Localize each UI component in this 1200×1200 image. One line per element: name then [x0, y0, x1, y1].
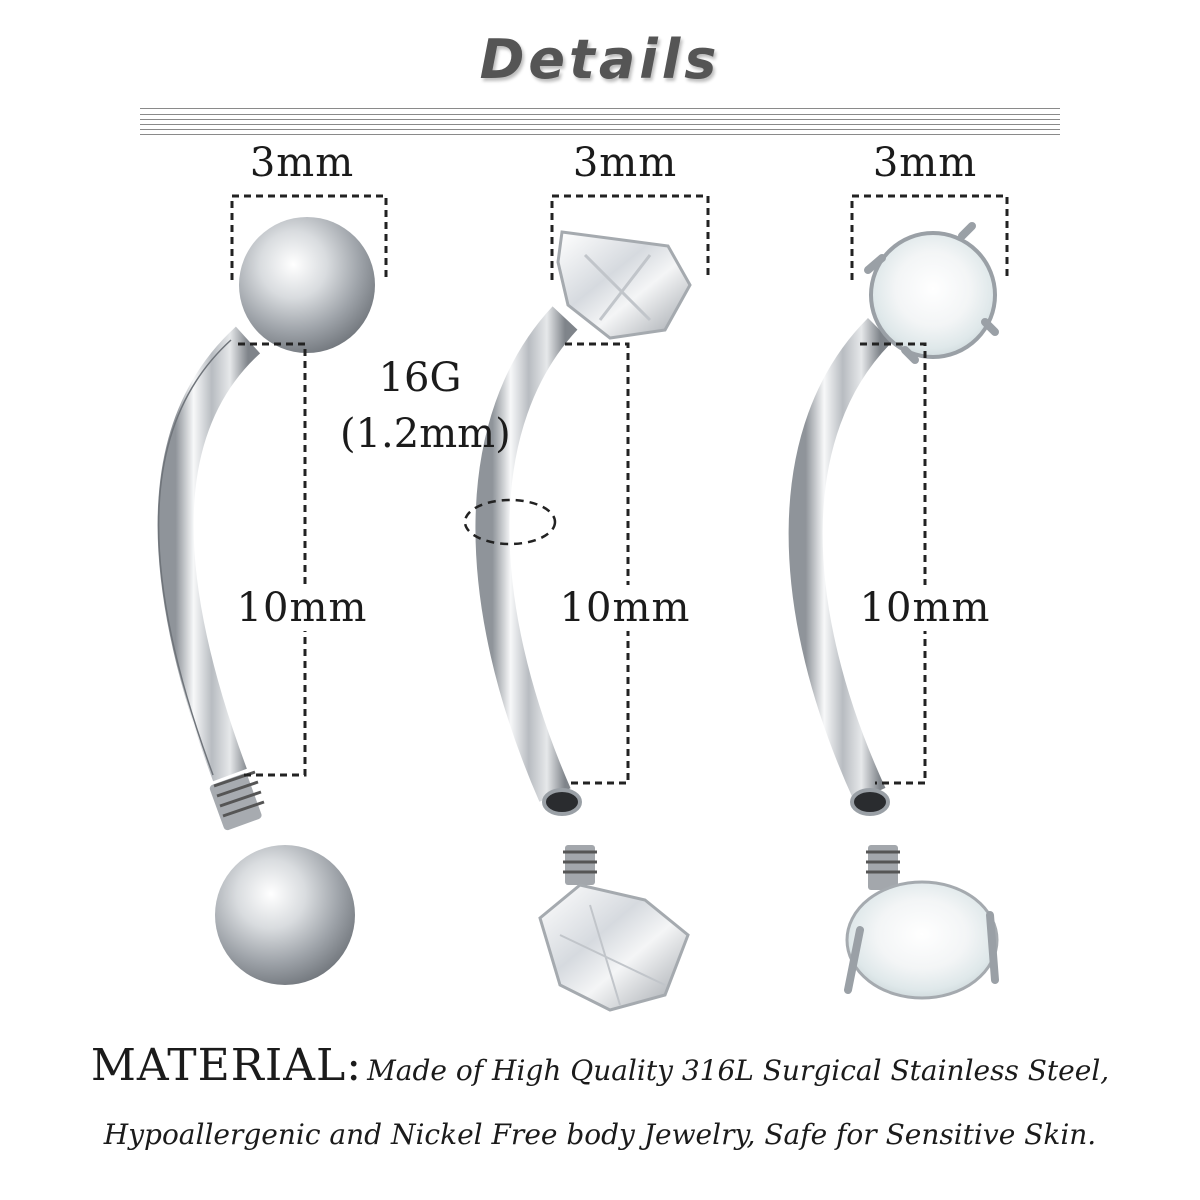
material-label: MATERIAL:: [90, 1040, 363, 1091]
ball-end-icon: [215, 845, 355, 985]
material-line-2: Hypoallergenic and Nickel Free body Jewe…: [0, 1118, 1200, 1151]
crystal-barbell: [475, 230, 692, 1012]
material-text-1: Made of High Quality 316L Surgical Stain…: [367, 1054, 1110, 1087]
width-label-2: 3mm: [572, 140, 678, 186]
divider-line: [140, 129, 1060, 130]
divider-line: [140, 134, 1060, 135]
divider-line: [140, 119, 1060, 120]
divider-line: [140, 114, 1060, 115]
width-brackets: [230, 194, 1009, 280]
divider-line: [140, 108, 1060, 109]
length-label-1: 10mm: [232, 585, 372, 631]
gauge-size: 16G: [378, 355, 462, 401]
crystal-head-icon: [556, 230, 692, 340]
opal-barbell: [788, 222, 999, 1000]
opal-head-icon: [869, 231, 997, 359]
ball-head-icon: [239, 217, 375, 353]
length-label-3: 10mm: [855, 585, 995, 631]
gauge-label: 16G (1.2mm): [340, 350, 511, 462]
opal-end-icon: [844, 845, 999, 1000]
length-label-2: 10mm: [555, 585, 695, 631]
divider-line: [140, 124, 1060, 125]
page-title: Details: [479, 28, 721, 91]
width-label-3: 3mm: [872, 140, 978, 186]
material-line-1: MATERIAL: Made of High Quality 316L Surg…: [0, 1040, 1200, 1091]
gauge-marker-icon: [463, 498, 557, 546]
width-label-1: 3mm: [249, 140, 355, 186]
ball-barbell: [157, 217, 375, 985]
threaded-end-icon: [209, 770, 265, 831]
length-brackets: [238, 342, 927, 785]
gauge-metric: (1.2mm): [340, 411, 511, 457]
material-text-2: Hypoallergenic and Nickel Free body Jewe…: [103, 1118, 1097, 1151]
crystal-end-icon: [538, 845, 690, 1012]
